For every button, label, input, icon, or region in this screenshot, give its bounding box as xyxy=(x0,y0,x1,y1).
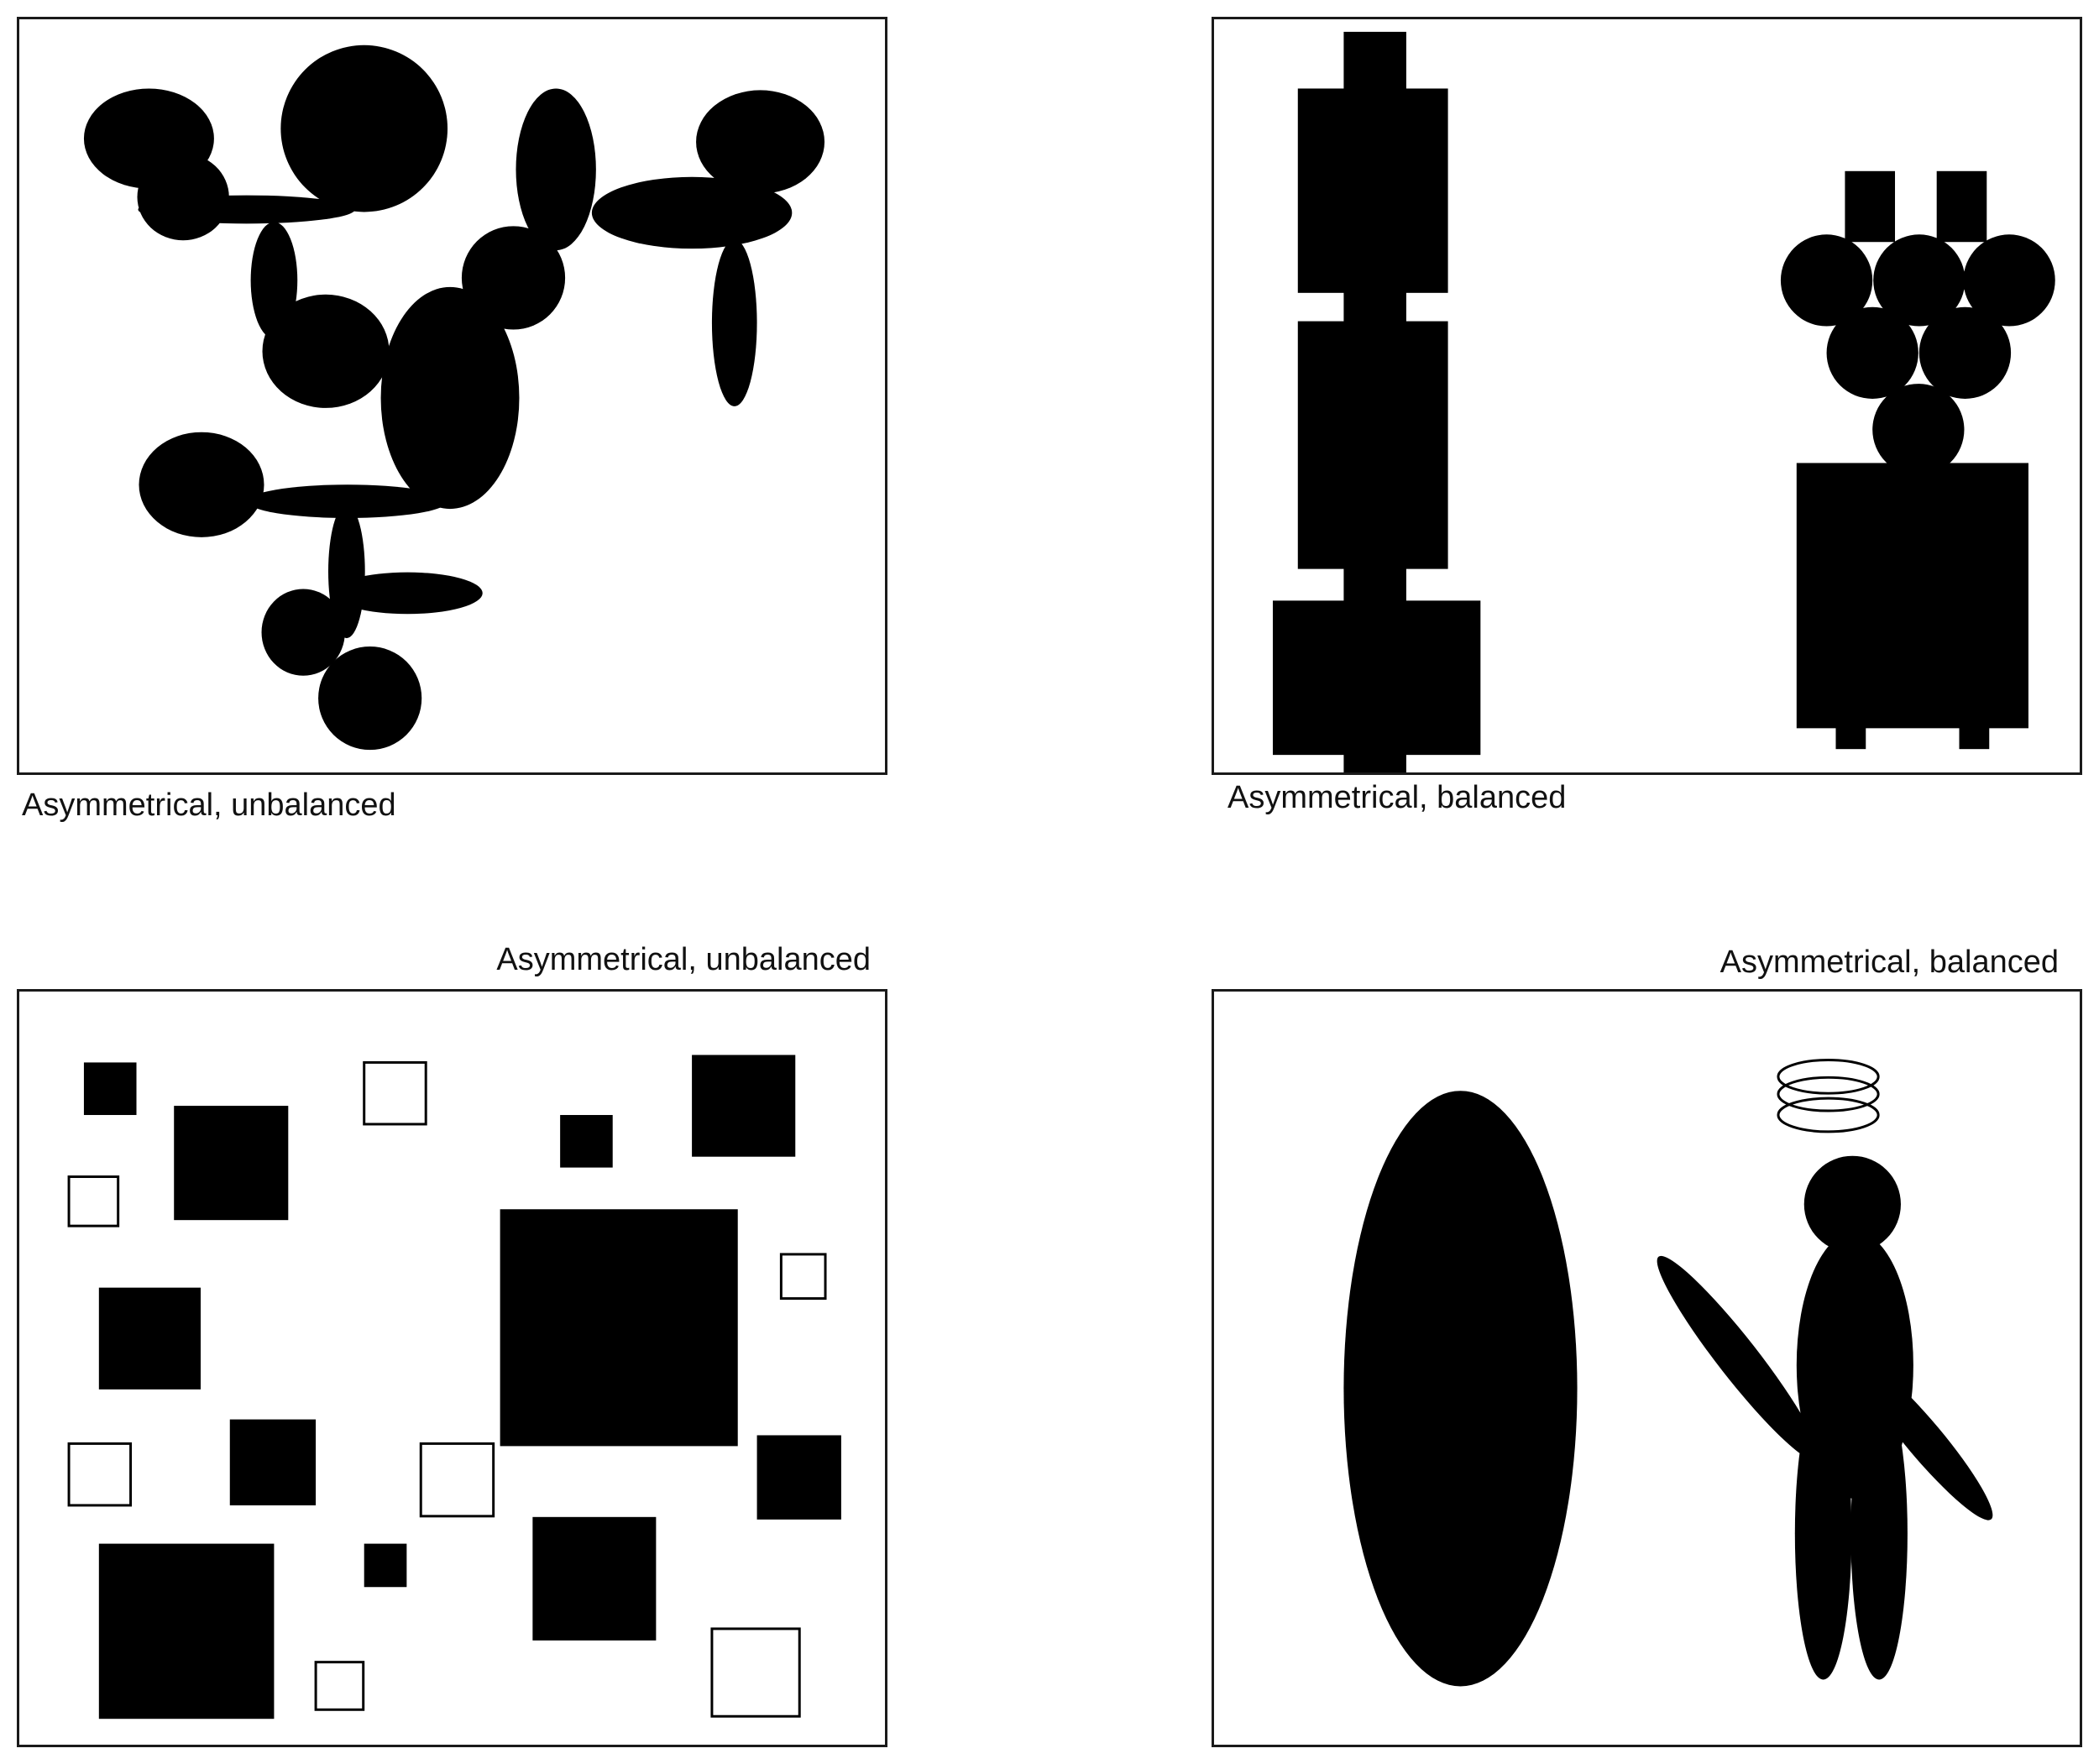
square-shape xyxy=(532,1516,657,1641)
panel-scattered-squares xyxy=(17,989,887,1747)
panel-ellipse-cluster xyxy=(17,17,887,775)
ellipse-shape xyxy=(318,646,422,751)
panel-caption: Asymmetrical, unbalanced xyxy=(496,942,871,977)
square-shape xyxy=(756,1435,841,1520)
scattered-squares-diagram xyxy=(67,1055,841,1720)
square-shape xyxy=(174,1106,289,1221)
panel-ellipse-and-figure xyxy=(1212,989,2082,1747)
ellipse-shape xyxy=(139,432,264,537)
outline-square-shape xyxy=(419,1442,495,1518)
stacked-shapes-diagram xyxy=(1272,31,2055,772)
square-shape xyxy=(364,1543,407,1588)
square-shape xyxy=(83,1062,137,1116)
ellipse-shape xyxy=(696,90,825,194)
panel-caption: Asymmetrical, balanced xyxy=(1227,780,1567,815)
outline-square-shape xyxy=(67,1175,120,1227)
outline-square-shape xyxy=(314,1661,365,1711)
circle-shape xyxy=(1963,234,2055,327)
ellipse-shape xyxy=(516,88,596,251)
rect-shape xyxy=(1835,724,1866,750)
ellipse-shape xyxy=(711,239,757,406)
ellipse-shape xyxy=(461,226,566,330)
ellipse-shape xyxy=(247,484,448,519)
ellipse-cluster-diagram xyxy=(83,44,825,751)
rect-shape xyxy=(1297,88,1448,293)
rect-shape xyxy=(1936,170,1987,243)
outline-square-shape xyxy=(363,1060,427,1126)
square-shape xyxy=(98,1543,275,1720)
circle-shape xyxy=(1780,234,1873,327)
rect-shape xyxy=(1796,463,2028,729)
panel-caption: Asymmetrical, unbalanced xyxy=(22,788,396,823)
panel-rectangles-and-circles xyxy=(1212,17,2082,775)
square-shape xyxy=(560,1115,613,1168)
ellipse-shape xyxy=(262,294,390,408)
large-ellipse-shape xyxy=(1343,1091,1578,1687)
figure-arm-shape xyxy=(1657,1255,1819,1462)
square-shape xyxy=(229,1419,317,1505)
ellipse-figure-diagram xyxy=(1343,1058,1993,1687)
square-shape xyxy=(500,1209,738,1447)
ellipse-shape xyxy=(138,195,355,224)
outline-square-shape xyxy=(779,1253,827,1301)
panel-caption: Asymmetrical, balanced xyxy=(1720,945,2059,980)
ellipse-shape xyxy=(380,286,520,510)
figure-head-shape xyxy=(1803,1155,1901,1253)
halo-ring-shape xyxy=(1777,1097,1880,1133)
ellipse-shape xyxy=(332,572,483,615)
outline-square-shape xyxy=(67,1442,133,1507)
circle-shape xyxy=(1826,306,1918,399)
circle-shape xyxy=(1918,306,2012,399)
circle-shape xyxy=(1872,384,1965,476)
ellipse-shape xyxy=(261,589,345,676)
rect-shape xyxy=(1959,724,1990,750)
ellipse-shape xyxy=(591,176,793,249)
rect-shape xyxy=(1297,321,1448,569)
square-shape xyxy=(98,1287,202,1390)
rect-shape xyxy=(1272,600,1481,756)
halo-ring-shape xyxy=(1777,1058,1880,1095)
outline-square-shape xyxy=(710,1627,801,1718)
ellipse-shape xyxy=(280,44,448,212)
circle-shape xyxy=(1873,234,1966,327)
figure-torso-shape xyxy=(1796,1232,1913,1499)
rect-shape xyxy=(1845,170,1896,243)
square-shape xyxy=(692,1055,796,1157)
halo-ring-shape xyxy=(1777,1076,1880,1112)
